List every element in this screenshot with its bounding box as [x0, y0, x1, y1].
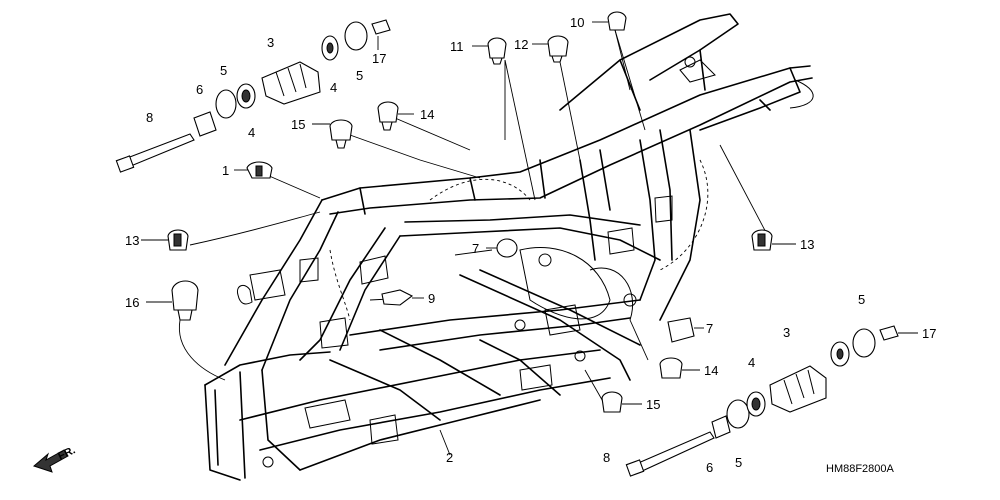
callout-1: 1: [222, 163, 229, 178]
callout-11: 11: [450, 39, 464, 54]
rear-engine-mount: [625, 325, 899, 477]
callout-7-lower: 7: [706, 321, 713, 336]
callout-5-upper-left: 5: [220, 63, 227, 78]
callout-4-upper-right: 4: [330, 80, 337, 95]
callout-4-upper-left: 4: [248, 125, 255, 140]
callout-9: 9: [428, 291, 435, 306]
direction-label: FR.: [56, 444, 77, 462]
callout-14-lower: 14: [704, 363, 718, 378]
callout-5-lower-left: 5: [735, 455, 742, 470]
arrow-icon: [33, 449, 69, 473]
callout-5-lower-right: 5: [858, 292, 865, 307]
callout-6-lower: 6: [706, 460, 713, 475]
callout-16: 16: [125, 295, 139, 310]
callout-17-upper: 17: [372, 51, 386, 66]
callout-8-upper: 8: [146, 110, 153, 125]
frame-body: [204, 13, 814, 481]
callout-15-lower: 15: [646, 397, 660, 412]
callout-4-lower-left: 4: [748, 355, 755, 370]
front-direction-arrow: FR.: [33, 444, 77, 473]
clamp-parts: [167, 11, 773, 413]
callout-17-lower: 17: [922, 326, 936, 341]
callout-8-lower: 8: [603, 450, 610, 465]
label-ticks: [141, 21, 918, 405]
callout-12: 12: [514, 37, 528, 52]
callout-6-upper: 6: [196, 82, 203, 97]
callout-3-lower: 3: [783, 325, 790, 340]
callout-10: 10: [570, 15, 584, 30]
leader-lines: [178, 29, 771, 456]
callout-13-left: 13: [125, 233, 139, 248]
callout-15-upper: 15: [291, 117, 305, 132]
front-engine-mount: [115, 19, 391, 173]
callout-7-upper: 7: [472, 241, 479, 256]
callout-13-right: 13: [800, 237, 814, 252]
callout-5-upper-right: 5: [356, 68, 363, 83]
diagram-code: HM88F2800A: [826, 463, 895, 475]
callout-labels: 1 2 3 3 4 4 4 5 5 5 5 6 6 7 7 8 8 9 10 1…: [125, 15, 936, 475]
callout-14-upper: 14: [420, 107, 434, 122]
callout-3-upper: 3: [267, 35, 274, 50]
callout-2: 2: [446, 450, 453, 465]
